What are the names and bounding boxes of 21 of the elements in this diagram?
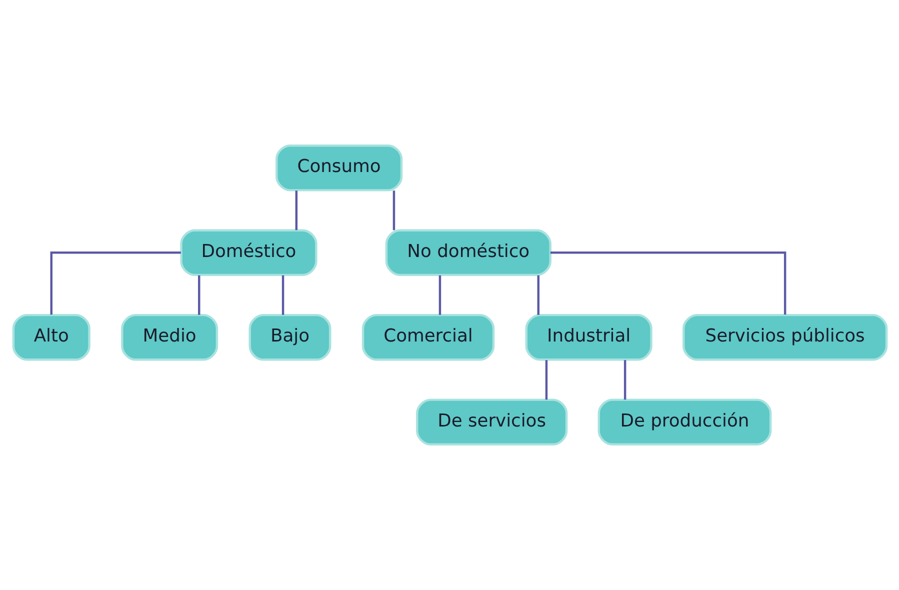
- connector: [536, 275, 539, 315]
- node-box: Servicios públicos: [682, 314, 888, 361]
- node-box: Bajo: [248, 314, 331, 361]
- connector: [281, 275, 284, 315]
- node-box: Alto: [12, 314, 90, 361]
- node-box: Industrial: [524, 314, 652, 361]
- connector: [392, 190, 395, 230]
- node-box: Comercial: [361, 314, 494, 361]
- node-box: Doméstico: [180, 229, 317, 276]
- node-box: No doméstico: [384, 229, 551, 276]
- connector: [544, 360, 548, 400]
- connector: [50, 252, 180, 315]
- node-box: Medio: [120, 314, 218, 361]
- connector: [294, 190, 298, 230]
- connector: [198, 275, 200, 315]
- node-box: Consumo: [275, 144, 402, 192]
- connector: [550, 252, 786, 315]
- node-box: De producción: [597, 398, 772, 446]
- connector: [623, 360, 626, 400]
- node-box: De servicios: [416, 398, 568, 446]
- connector: [438, 275, 441, 315]
